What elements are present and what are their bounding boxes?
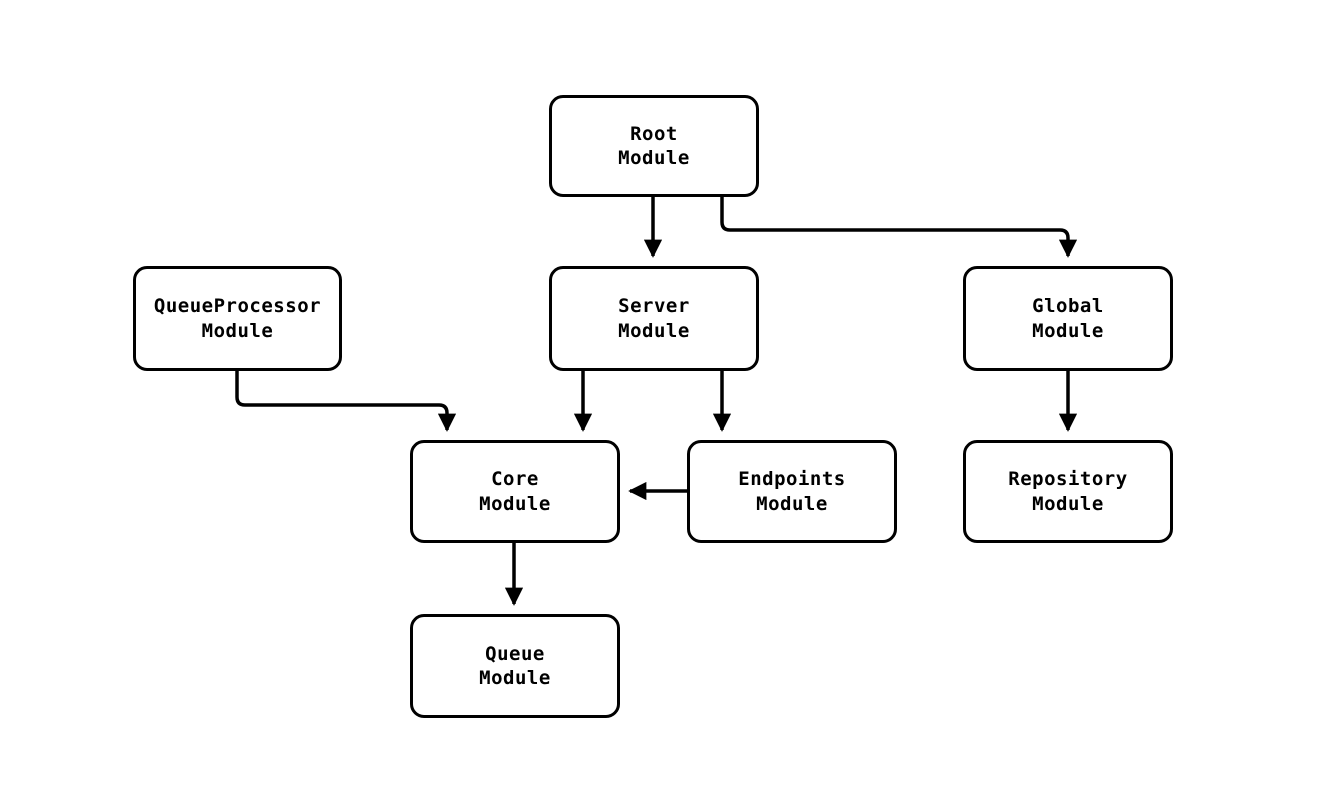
node-queueprocessor[interactable]: QueueProcessor Module bbox=[133, 266, 342, 371]
node-global[interactable]: Global Module bbox=[963, 266, 1173, 371]
node-label-queueprocessor: QueueProcessor Module bbox=[153, 295, 322, 342]
node-core[interactable]: Core Module bbox=[410, 440, 620, 543]
node-label-queue: Queue Module bbox=[479, 642, 551, 689]
node-label-root: Root Module bbox=[618, 122, 690, 169]
node-label-repository: Repository Module bbox=[1008, 468, 1128, 515]
node-root[interactable]: Root Module bbox=[549, 95, 759, 197]
edge-root-global bbox=[720, 197, 1078, 258]
node-server[interactable]: Server Module bbox=[549, 266, 759, 371]
edge-queueprocessor-core bbox=[235, 371, 457, 432]
node-repository[interactable]: Repository Module bbox=[963, 440, 1173, 543]
node-queue[interactable]: Queue Module bbox=[410, 614, 620, 718]
node-label-server: Server Module bbox=[618, 295, 690, 342]
node-label-core: Core Module bbox=[479, 468, 551, 515]
node-endpoints[interactable]: Endpoints Module bbox=[687, 440, 897, 543]
node-label-global: Global Module bbox=[1032, 295, 1104, 342]
node-label-endpoints: Endpoints Module bbox=[738, 468, 846, 515]
